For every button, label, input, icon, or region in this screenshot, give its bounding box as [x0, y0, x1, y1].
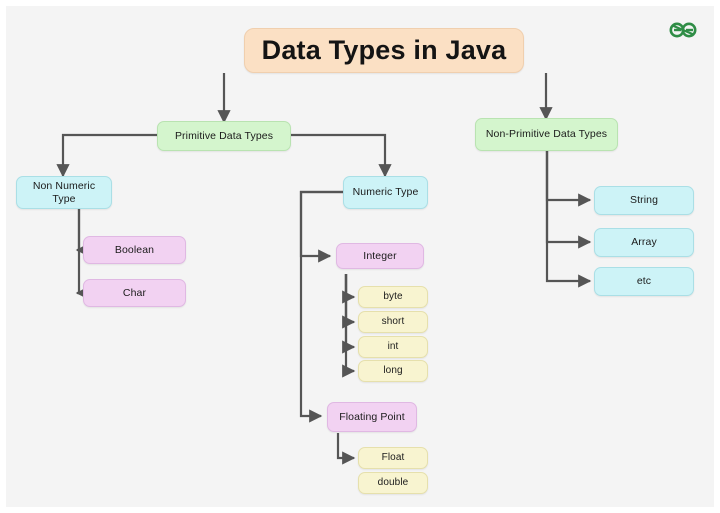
node-non-primitive-data-types-label: Non-Primitive Data Types — [485, 128, 608, 141]
node-boolean-label: Boolean — [114, 243, 155, 256]
node-primitive-data-types[interactable]: Primitive Data Types — [157, 121, 291, 151]
node-string-label: String — [629, 194, 659, 207]
node-non-numeric-type-label: Non Numeric Type — [32, 180, 96, 205]
node-non-numeric-type[interactable]: Non Numeric Type — [16, 176, 112, 209]
node-non-primitive-data-types[interactable]: Non-Primitive Data Types — [475, 118, 618, 151]
node-float[interactable]: Float — [358, 447, 428, 469]
node-primitive-data-types-label: Primitive Data Types — [174, 129, 274, 142]
node-string[interactable]: String — [594, 186, 694, 215]
node-root[interactable]: Data Types in Java — [244, 28, 524, 73]
node-int[interactable]: int — [358, 336, 428, 358]
node-root-label: Data Types in Java — [261, 34, 507, 65]
node-long-label: long — [383, 365, 403, 377]
node-integer-label: Integer — [363, 249, 397, 262]
node-array[interactable]: Array — [594, 228, 694, 257]
node-floating-point[interactable]: Floating Point — [327, 402, 417, 432]
node-numeric-type-label: Numeric Type — [352, 186, 419, 199]
node-long[interactable]: long — [358, 360, 428, 382]
node-etc[interactable]: etc — [594, 267, 694, 296]
node-numeric-type[interactable]: Numeric Type — [343, 176, 428, 209]
node-short-label: short — [381, 316, 405, 328]
node-array-label: Array — [631, 236, 657, 249]
node-double[interactable]: double — [358, 472, 428, 494]
node-short[interactable]: short — [358, 311, 428, 333]
node-char-label: Char — [122, 286, 147, 299]
node-boolean[interactable]: Boolean — [83, 236, 186, 264]
node-etc-label: etc — [636, 275, 652, 288]
node-float-label: Float — [381, 452, 405, 464]
node-char[interactable]: Char — [83, 279, 186, 307]
node-byte-label: byte — [383, 291, 403, 303]
geeksforgeeks-logo-icon — [669, 22, 697, 38]
node-int-label: int — [387, 341, 399, 353]
node-floating-point-label: Floating Point — [339, 410, 405, 423]
node-byte[interactable]: byte — [358, 286, 428, 308]
node-integer[interactable]: Integer — [336, 243, 424, 269]
node-double-label: double — [377, 477, 409, 489]
